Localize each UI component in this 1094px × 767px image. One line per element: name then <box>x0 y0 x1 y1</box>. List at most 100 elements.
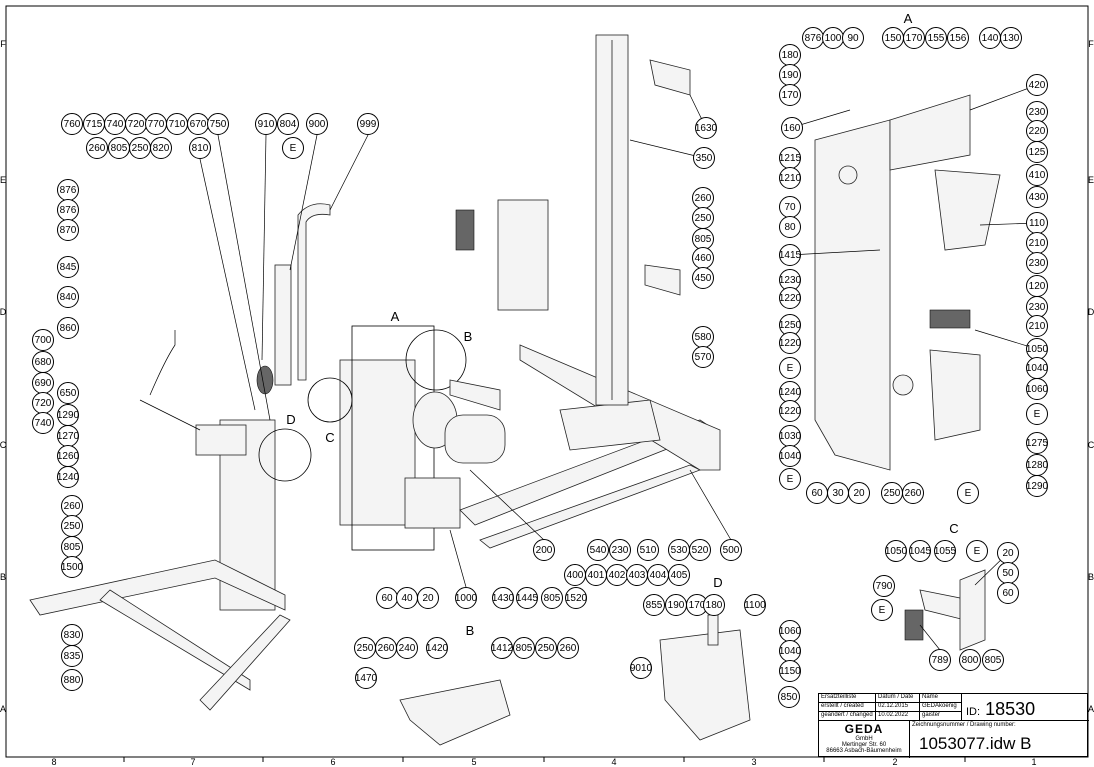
balloon-item-820[interactable]: 820 <box>150 137 172 159</box>
balloon-item-230[interactable]: 230 <box>1026 252 1048 274</box>
balloon-item-670[interactable]: 670 <box>187 113 209 135</box>
balloon-item-404[interactable]: 404 <box>647 564 669 586</box>
balloon-item-850[interactable]: 850 <box>778 686 800 708</box>
balloon-item-860[interactable]: 860 <box>57 317 79 339</box>
balloon-item-804[interactable]: 804 <box>277 113 299 135</box>
balloon-item-770[interactable]: 770 <box>145 113 167 135</box>
balloon-item-1290[interactable]: 1290 <box>57 404 80 426</box>
balloon-item-1260[interactable]: 1260 <box>57 445 80 467</box>
balloon-item-1220[interactable]: 1220 <box>779 332 802 354</box>
balloon-item-740[interactable]: 740 <box>32 412 54 434</box>
balloon-item-160[interactable]: 160 <box>781 117 803 139</box>
balloon-item-999[interactable]: 999 <box>357 113 379 135</box>
balloon-item-190[interactable]: 190 <box>665 594 687 616</box>
balloon-item-876[interactable]: 876 <box>57 179 79 201</box>
balloon-item-20[interactable]: 20 <box>997 542 1019 564</box>
balloon-item-789[interactable]: 789 <box>929 649 951 671</box>
balloon-item-260[interactable]: 260 <box>375 637 397 659</box>
balloon-item-1000[interactable]: 1000 <box>455 587 478 609</box>
balloon-item-60[interactable]: 60 <box>997 582 1019 604</box>
balloon-item-260[interactable]: 260 <box>902 482 924 504</box>
balloon-item-1280[interactable]: 1280 <box>1026 454 1049 476</box>
balloon-item-100[interactable]: 100 <box>822 27 844 49</box>
balloon-item-805[interactable]: 805 <box>61 536 83 558</box>
balloon-item-450[interactable]: 450 <box>692 267 714 289</box>
balloon-item-120[interactable]: 120 <box>1026 275 1048 297</box>
balloon-item-530[interactable]: 530 <box>668 539 690 561</box>
balloon-item-1240[interactable]: 1240 <box>57 466 80 488</box>
balloon-item-E[interactable]: E <box>282 137 304 159</box>
balloon-item-350[interactable]: 350 <box>693 147 715 169</box>
balloon-item-1500[interactable]: 1500 <box>61 556 84 578</box>
balloon-item-805[interactable]: 805 <box>108 137 130 159</box>
balloon-item-835[interactable]: 835 <box>61 645 83 667</box>
balloon-item-420[interactable]: 420 <box>1026 74 1048 96</box>
balloon-item-790[interactable]: 790 <box>873 575 895 597</box>
balloon-item-170[interactable]: 170 <box>686 594 708 616</box>
balloon-item-80[interactable]: 80 <box>779 216 801 238</box>
balloon-item-9010[interactable]: 9010 <box>630 657 653 679</box>
balloon-item-E[interactable]: E <box>966 540 988 562</box>
balloon-item-650[interactable]: 650 <box>57 382 79 404</box>
balloon-item-130[interactable]: 130 <box>1000 27 1022 49</box>
balloon-item-1415[interactable]: 1415 <box>779 244 802 266</box>
balloon-item-140[interactable]: 140 <box>979 27 1001 49</box>
balloon-item-1045[interactable]: 1045 <box>909 540 932 562</box>
balloon-item-1270[interactable]: 1270 <box>57 425 80 447</box>
balloon-item-250[interactable]: 250 <box>535 637 557 659</box>
balloon-item-1520[interactable]: 1520 <box>565 587 588 609</box>
balloon-item-870[interactable]: 870 <box>57 219 79 241</box>
balloon-item-1210[interactable]: 1210 <box>779 167 802 189</box>
balloon-item-1040[interactable]: 1040 <box>1026 357 1049 379</box>
balloon-item-20[interactable]: 20 <box>417 587 439 609</box>
balloon-item-1275[interactable]: 1275 <box>1026 432 1049 454</box>
balloon-item-250[interactable]: 250 <box>692 207 714 229</box>
balloon-item-1240[interactable]: 1240 <box>779 381 802 403</box>
balloon-item-845[interactable]: 845 <box>57 256 79 278</box>
balloon-item-430[interactable]: 430 <box>1026 186 1048 208</box>
balloon-item-20[interactable]: 20 <box>848 482 870 504</box>
balloon-item-250[interactable]: 250 <box>61 515 83 537</box>
balloon-item-840[interactable]: 840 <box>57 286 79 308</box>
balloon-item-E[interactable]: E <box>779 357 801 379</box>
balloon-item-230[interactable]: 230 <box>1026 101 1048 123</box>
balloon-item-190[interactable]: 190 <box>779 64 801 86</box>
balloon-item-876[interactable]: 876 <box>57 199 79 221</box>
balloon-item-1470[interactable]: 1470 <box>355 667 378 689</box>
balloon-item-E[interactable]: E <box>1026 403 1048 425</box>
balloon-item-1050[interactable]: 1050 <box>885 540 908 562</box>
balloon-item-680[interactable]: 680 <box>32 351 54 373</box>
balloon-item-750[interactable]: 750 <box>207 113 229 135</box>
balloon-item-690[interactable]: 690 <box>32 372 54 394</box>
balloon-item-40[interactable]: 40 <box>396 587 418 609</box>
balloon-item-1290[interactable]: 1290 <box>1026 475 1049 497</box>
balloon-item-1050[interactable]: 1050 <box>1026 338 1049 360</box>
balloon-item-403[interactable]: 403 <box>626 564 648 586</box>
balloon-item-1230[interactable]: 1230 <box>779 269 802 291</box>
balloon-item-700[interactable]: 700 <box>32 329 54 351</box>
balloon-item-260[interactable]: 260 <box>557 637 579 659</box>
balloon-item-1060[interactable]: 1060 <box>779 620 802 642</box>
balloon-item-405[interactable]: 405 <box>668 564 690 586</box>
balloon-item-570[interactable]: 570 <box>692 346 714 368</box>
balloon-item-30[interactable]: 30 <box>827 482 849 504</box>
balloon-item-156[interactable]: 156 <box>947 27 969 49</box>
balloon-item-876[interactable]: 876 <box>802 27 824 49</box>
balloon-item-125[interactable]: 125 <box>1026 141 1048 163</box>
balloon-item-180[interactable]: 180 <box>703 594 725 616</box>
balloon-item-800[interactable]: 800 <box>959 649 981 671</box>
balloon-item-910[interactable]: 910 <box>255 113 277 135</box>
balloon-item-210[interactable]: 210 <box>1026 232 1048 254</box>
balloon-item-1055[interactable]: 1055 <box>934 540 957 562</box>
balloon-item-410[interactable]: 410 <box>1026 164 1048 186</box>
balloon-item-520[interactable]: 520 <box>689 539 711 561</box>
balloon-item-230[interactable]: 230 <box>609 539 631 561</box>
balloon-item-155[interactable]: 155 <box>925 27 947 49</box>
balloon-item-260[interactable]: 260 <box>692 187 714 209</box>
balloon-item-1150[interactable]: 1150 <box>779 660 801 682</box>
balloon-item-805[interactable]: 805 <box>692 228 714 250</box>
balloon-item-250[interactable]: 250 <box>129 137 151 159</box>
balloon-item-230[interactable]: 230 <box>1026 296 1048 318</box>
balloon-item-1630[interactable]: 1630 <box>695 117 718 139</box>
balloon-item-60[interactable]: 60 <box>376 587 398 609</box>
